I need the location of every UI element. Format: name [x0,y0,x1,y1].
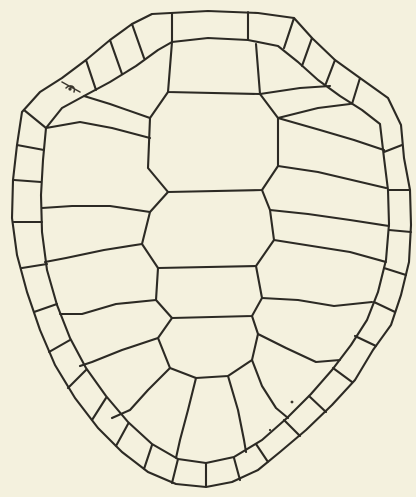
marginal-divider [14,180,41,182]
vertebral-scute-2 [148,92,278,192]
costal-seam-right-2 [278,166,386,188]
marginal-divider [116,424,128,446]
marginal-divider [333,368,352,382]
costal-seam-left-4 [60,300,156,314]
marginal-divider [110,40,122,74]
marginal-divider [172,459,178,483]
marginal-divider [325,60,335,86]
vertebral-scute-1 [168,42,260,94]
marginal-divider [384,145,402,152]
costal-seam-right-6 [252,360,288,418]
marginal-scute-dividers [14,12,411,487]
marginal-divider [68,370,86,388]
costal-seam-left-6 [112,368,170,418]
marginal-divider [256,444,268,462]
marginal-divider [17,145,44,150]
marginal-divider [234,458,240,480]
marginal-divider [284,420,300,436]
costal-seam-left-5 [80,338,158,366]
costal-seam-right-4 [262,298,372,306]
vertebral-scute-5 [158,316,258,378]
marginal-notch-detail [62,82,80,92]
costal-seam-left-1b [46,122,150,138]
marginal-notch-dot [68,87,71,90]
vertebral-scute-4 [156,266,262,318]
marginal-divider [144,445,152,469]
marginal-divider [22,264,47,268]
costal-scutes-left [42,96,196,458]
costal-seam-right-7 [228,376,246,452]
marginal-divider [384,268,406,275]
costal-seam-left-3 [45,244,142,262]
vertebral-scutes [142,42,278,378]
costal-seam-right-3 [274,240,386,262]
marginal-divider [86,60,96,90]
costal-seam-left-7 [176,378,196,458]
costal-seam-left-1 [84,96,150,118]
marginal-divider [352,78,360,104]
marginal-divider [132,24,144,58]
marginal-divider [24,110,46,128]
costal-seam-right-1 [278,104,350,118]
marginal-divider [389,230,411,232]
marginal-divider [284,18,294,48]
marginal-divider [92,398,106,420]
marginal-divider [355,336,376,346]
marginal-divider [309,396,326,412]
costal-seam-right-2b [278,118,384,150]
ink-speck [291,401,294,404]
marginal-divider [302,38,312,66]
costal-seam-right-5 [258,334,340,362]
costal-seam-right-1b [260,86,330,94]
ink-speck [269,429,271,431]
carapace-outer-outline [12,11,411,487]
costal-seam-right-3b [270,210,389,226]
marginal-divider [34,304,57,312]
vertebral-scute-3 [142,190,274,268]
costal-seam-left-2 [42,206,150,212]
marginal-divider [374,302,395,312]
marginal-divider [49,340,70,352]
